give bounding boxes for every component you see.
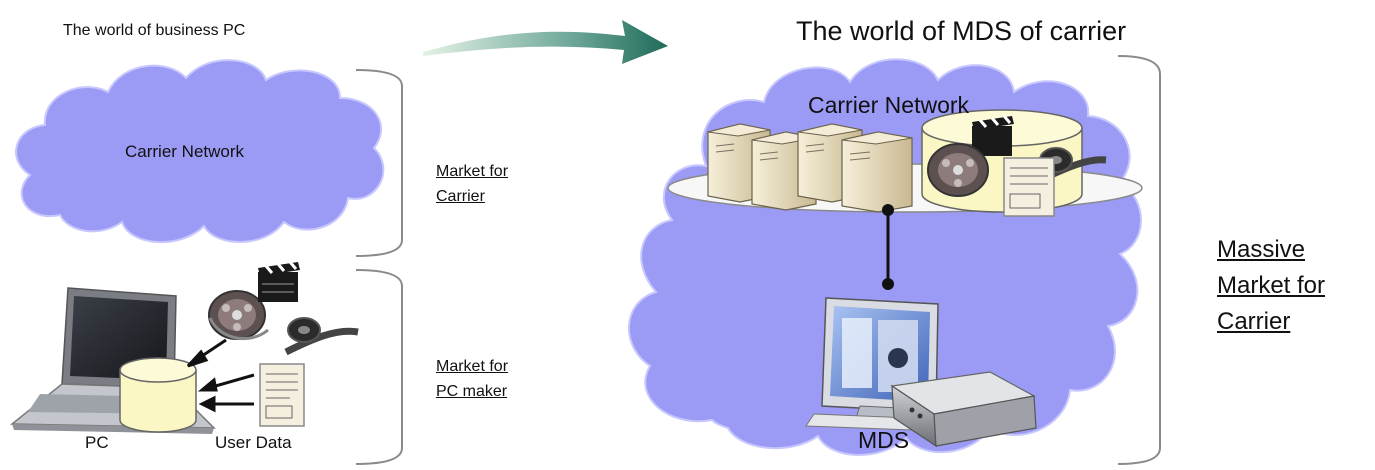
bracket-massive bbox=[1117, 55, 1161, 465]
massive-line-3: Carrier bbox=[1217, 308, 1291, 335]
film-reel-icon bbox=[208, 290, 269, 340]
right-cloud-label: Carrier Network bbox=[808, 92, 970, 118]
film-reel-icon-right bbox=[927, 143, 989, 197]
market-pc-line-2: PC maker bbox=[436, 382, 508, 400]
user-data-label: User Data bbox=[215, 433, 292, 452]
bracket-pc-maker bbox=[355, 269, 403, 465]
market-for-pc-maker-label: Market for PC maker bbox=[436, 355, 508, 405]
server-rack-icon bbox=[707, 123, 913, 213]
right-world-title: The world of MDS of carrier bbox=[796, 16, 1127, 46]
market-carrier-line-1: Market for bbox=[436, 163, 509, 180]
film-roll-icon bbox=[284, 317, 359, 356]
massive-line-2: Market for bbox=[1217, 272, 1326, 299]
market-pc-line-1: Market for bbox=[436, 358, 509, 375]
document-icon bbox=[259, 363, 305, 427]
market-for-carrier-label: Market for Carrier bbox=[436, 160, 508, 210]
connection-line bbox=[882, 204, 894, 290]
data-arrows bbox=[186, 338, 255, 413]
left-cloud-label: Carrier Network bbox=[125, 142, 245, 161]
mds-device-icon bbox=[890, 371, 1037, 448]
database-cylinder-icon bbox=[119, 357, 197, 433]
bracket-carrier bbox=[355, 69, 403, 257]
transition-arrow bbox=[423, 20, 668, 64]
market-carrier-line-2: Carrier bbox=[436, 187, 485, 205]
pc-label: PC bbox=[85, 433, 109, 452]
clapperboard-icon bbox=[258, 261, 300, 302]
document-icon-right bbox=[1003, 157, 1055, 217]
left-cloud bbox=[14, 59, 385, 244]
massive-market-label: Massive Market for Carrier bbox=[1217, 232, 1325, 340]
mds-label: MDS bbox=[858, 427, 910, 453]
massive-line-1: Massive bbox=[1217, 236, 1306, 263]
left-world-title: The world of business PC bbox=[63, 22, 246, 39]
